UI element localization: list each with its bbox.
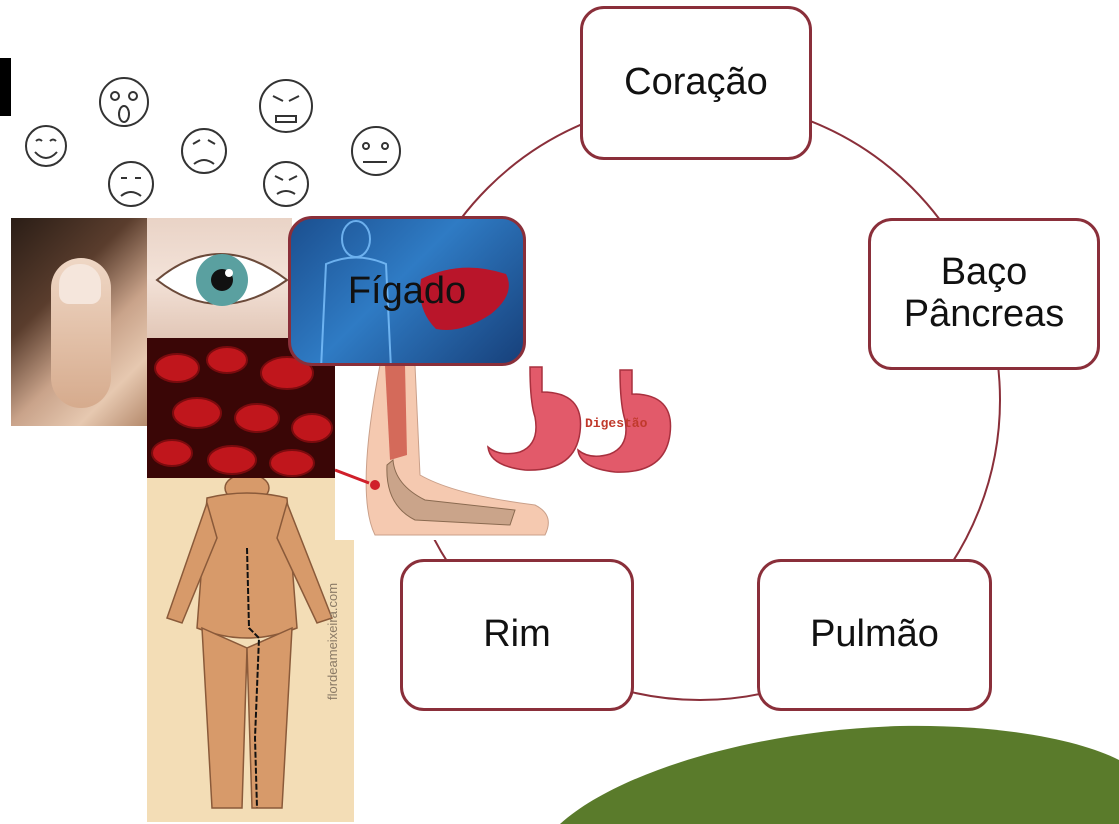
node-pulmao-label: Pulmão xyxy=(810,613,939,656)
node-pulmao[interactable]: Pulmão xyxy=(757,559,992,711)
muscle-body-image xyxy=(147,478,354,822)
node-rim-label: Rim xyxy=(483,613,551,656)
node-figado-label: Fígado xyxy=(347,269,467,312)
muscle-image-watermark: flordeameixeira.com xyxy=(325,582,340,700)
slide-edge-bar xyxy=(0,58,11,116)
node-rim[interactable]: Rim xyxy=(400,559,634,711)
node-figado[interactable]: Fígado xyxy=(288,216,526,366)
eye-image xyxy=(147,218,292,338)
stomach-digestion-image xyxy=(480,362,700,480)
blood-cells-image xyxy=(147,338,337,478)
fingernail-image xyxy=(11,218,147,426)
node-baco-pancreas[interactable]: Baço Pâncreas xyxy=(868,218,1100,370)
digestion-label: Digestão xyxy=(585,416,648,431)
liver-body-illustration xyxy=(320,220,509,363)
node-coracao-label: Coração xyxy=(624,61,768,104)
node-baco-label: Baço xyxy=(940,251,1028,294)
node-pancreas-label: Pâncreas xyxy=(903,293,1065,335)
node-coracao[interactable]: Coração xyxy=(580,6,812,160)
emotions-faces-image xyxy=(11,66,416,216)
